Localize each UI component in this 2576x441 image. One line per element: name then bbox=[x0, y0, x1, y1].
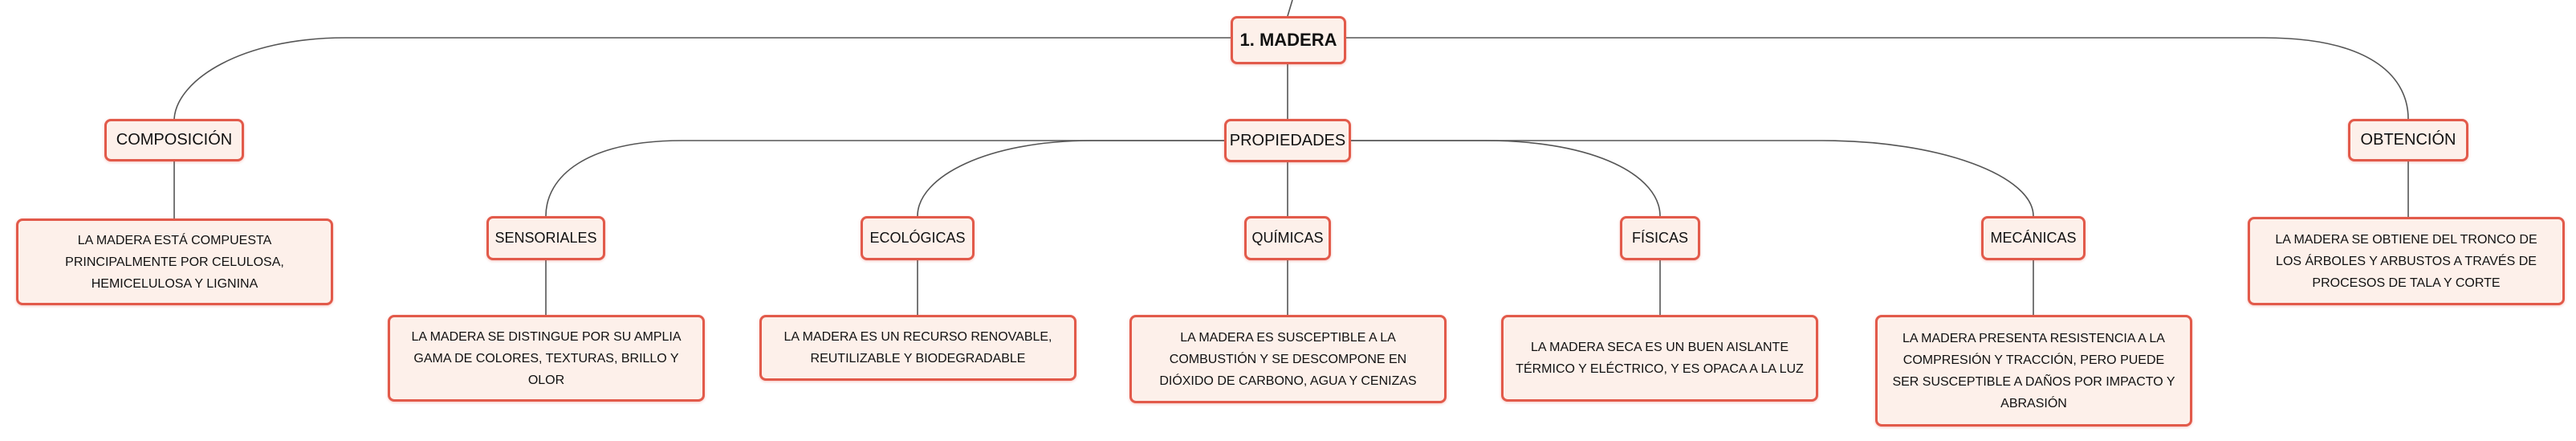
subnode-mecanicas[interactable]: MECÁNICAS bbox=[1981, 216, 2086, 260]
subnode-mecanicas-label: MECÁNICAS bbox=[1990, 230, 2077, 246]
connector-root-to-composicion bbox=[173, 37, 1231, 120]
subnode-quimicas-label: QUÍMICAS bbox=[1251, 230, 1324, 246]
sensoriales-detail-text: LA MADERA SE DISTINGUE POR SU AMPLIA GAM… bbox=[411, 329, 682, 387]
quimicas-detail-text: LA MADERA ES SUSCEPTIBLE A LA COMBUSTIÓN… bbox=[1159, 330, 1417, 388]
ecologicas-detail-text: LA MADERA ES UN RECURSO RENOVABLE, REUTI… bbox=[783, 330, 1052, 365]
sensoriales-detail[interactable]: LA MADERA SE DISTINGUE POR SU AMPLIA GAM… bbox=[388, 315, 705, 402]
branch-composicion[interactable]: COMPOSICIÓN bbox=[104, 119, 244, 161]
branch-propiedades-label: PROPIEDADES bbox=[1229, 131, 1346, 149]
subnode-quimicas[interactable]: QUÍMICAS bbox=[1244, 216, 1331, 260]
connector-root-to-obtencion bbox=[1346, 37, 2409, 120]
subnode-ecologicas-label: ECOLÓGICAS bbox=[869, 230, 966, 246]
quimicas-detail[interactable]: LA MADERA ES SUSCEPTIBLE A LA COMBUSTIÓN… bbox=[1129, 315, 1447, 403]
connector-propiedades-to-fisicas bbox=[1351, 140, 1661, 217]
subnode-fisicas-label: FÍSICAS bbox=[1631, 230, 1688, 246]
subnode-sensoriales[interactable]: SENSORIALES bbox=[486, 216, 605, 260]
subnode-ecologicas[interactable]: ECOLÓGICAS bbox=[861, 216, 975, 260]
fisicas-detail[interactable]: LA MADERA SECA ES UN BUEN AISLANTE TÉRMI… bbox=[1501, 315, 1818, 402]
connector-propiedades-to-ecologicas bbox=[917, 140, 1224, 217]
composicion-detail[interactable]: LA MADERA ESTÁ COMPUESTA PRINCIPALMENTE … bbox=[16, 218, 333, 305]
connector-propiedades-to-sensoriales bbox=[545, 140, 1224, 217]
obtencion-detail[interactable]: LA MADERA SE OBTIENE DEL TRONCO DE LOS Á… bbox=[2248, 217, 2565, 305]
root-node[interactable]: 1. MADERA bbox=[1231, 16, 1346, 64]
ecologicas-detail[interactable]: LA MADERA ES UN RECURSO RENOVABLE, REUTI… bbox=[759, 315, 1076, 381]
connector-parent-to-root bbox=[1287, 0, 1293, 17]
branch-composicion-label: COMPOSICIÓN bbox=[116, 131, 233, 149]
composicion-detail-text: LA MADERA ESTÁ COMPUESTA PRINCIPALMENTE … bbox=[65, 233, 284, 291]
obtencion-detail-text: LA MADERA SE OBTIENE DEL TRONCO DE LOS Á… bbox=[2275, 232, 2537, 290]
fisicas-detail-text: LA MADERA SECA ES UN BUEN AISLANTE TÉRMI… bbox=[1516, 341, 1804, 376]
subnode-fisicas[interactable]: FÍSICAS bbox=[1620, 216, 1700, 260]
root-label: 1. MADERA bbox=[1239, 30, 1337, 50]
branch-obtencion-label: OBTENCIÓN bbox=[2360, 131, 2456, 149]
connector-propiedades-to-mecanicas bbox=[1351, 140, 2034, 217]
subnode-sensoriales-label: SENSORIALES bbox=[494, 230, 597, 246]
mecanicas-detail[interactable]: LA MADERA PRESENTA RESISTENCIA A LA COMP… bbox=[1875, 315, 2192, 427]
branch-propiedades[interactable]: PROPIEDADES bbox=[1224, 119, 1351, 162]
branch-obtencion[interactable]: OBTENCIÓN bbox=[2348, 119, 2468, 161]
mecanicas-detail-text: LA MADERA PRESENTA RESISTENCIA A LA COMP… bbox=[1892, 331, 2175, 410]
